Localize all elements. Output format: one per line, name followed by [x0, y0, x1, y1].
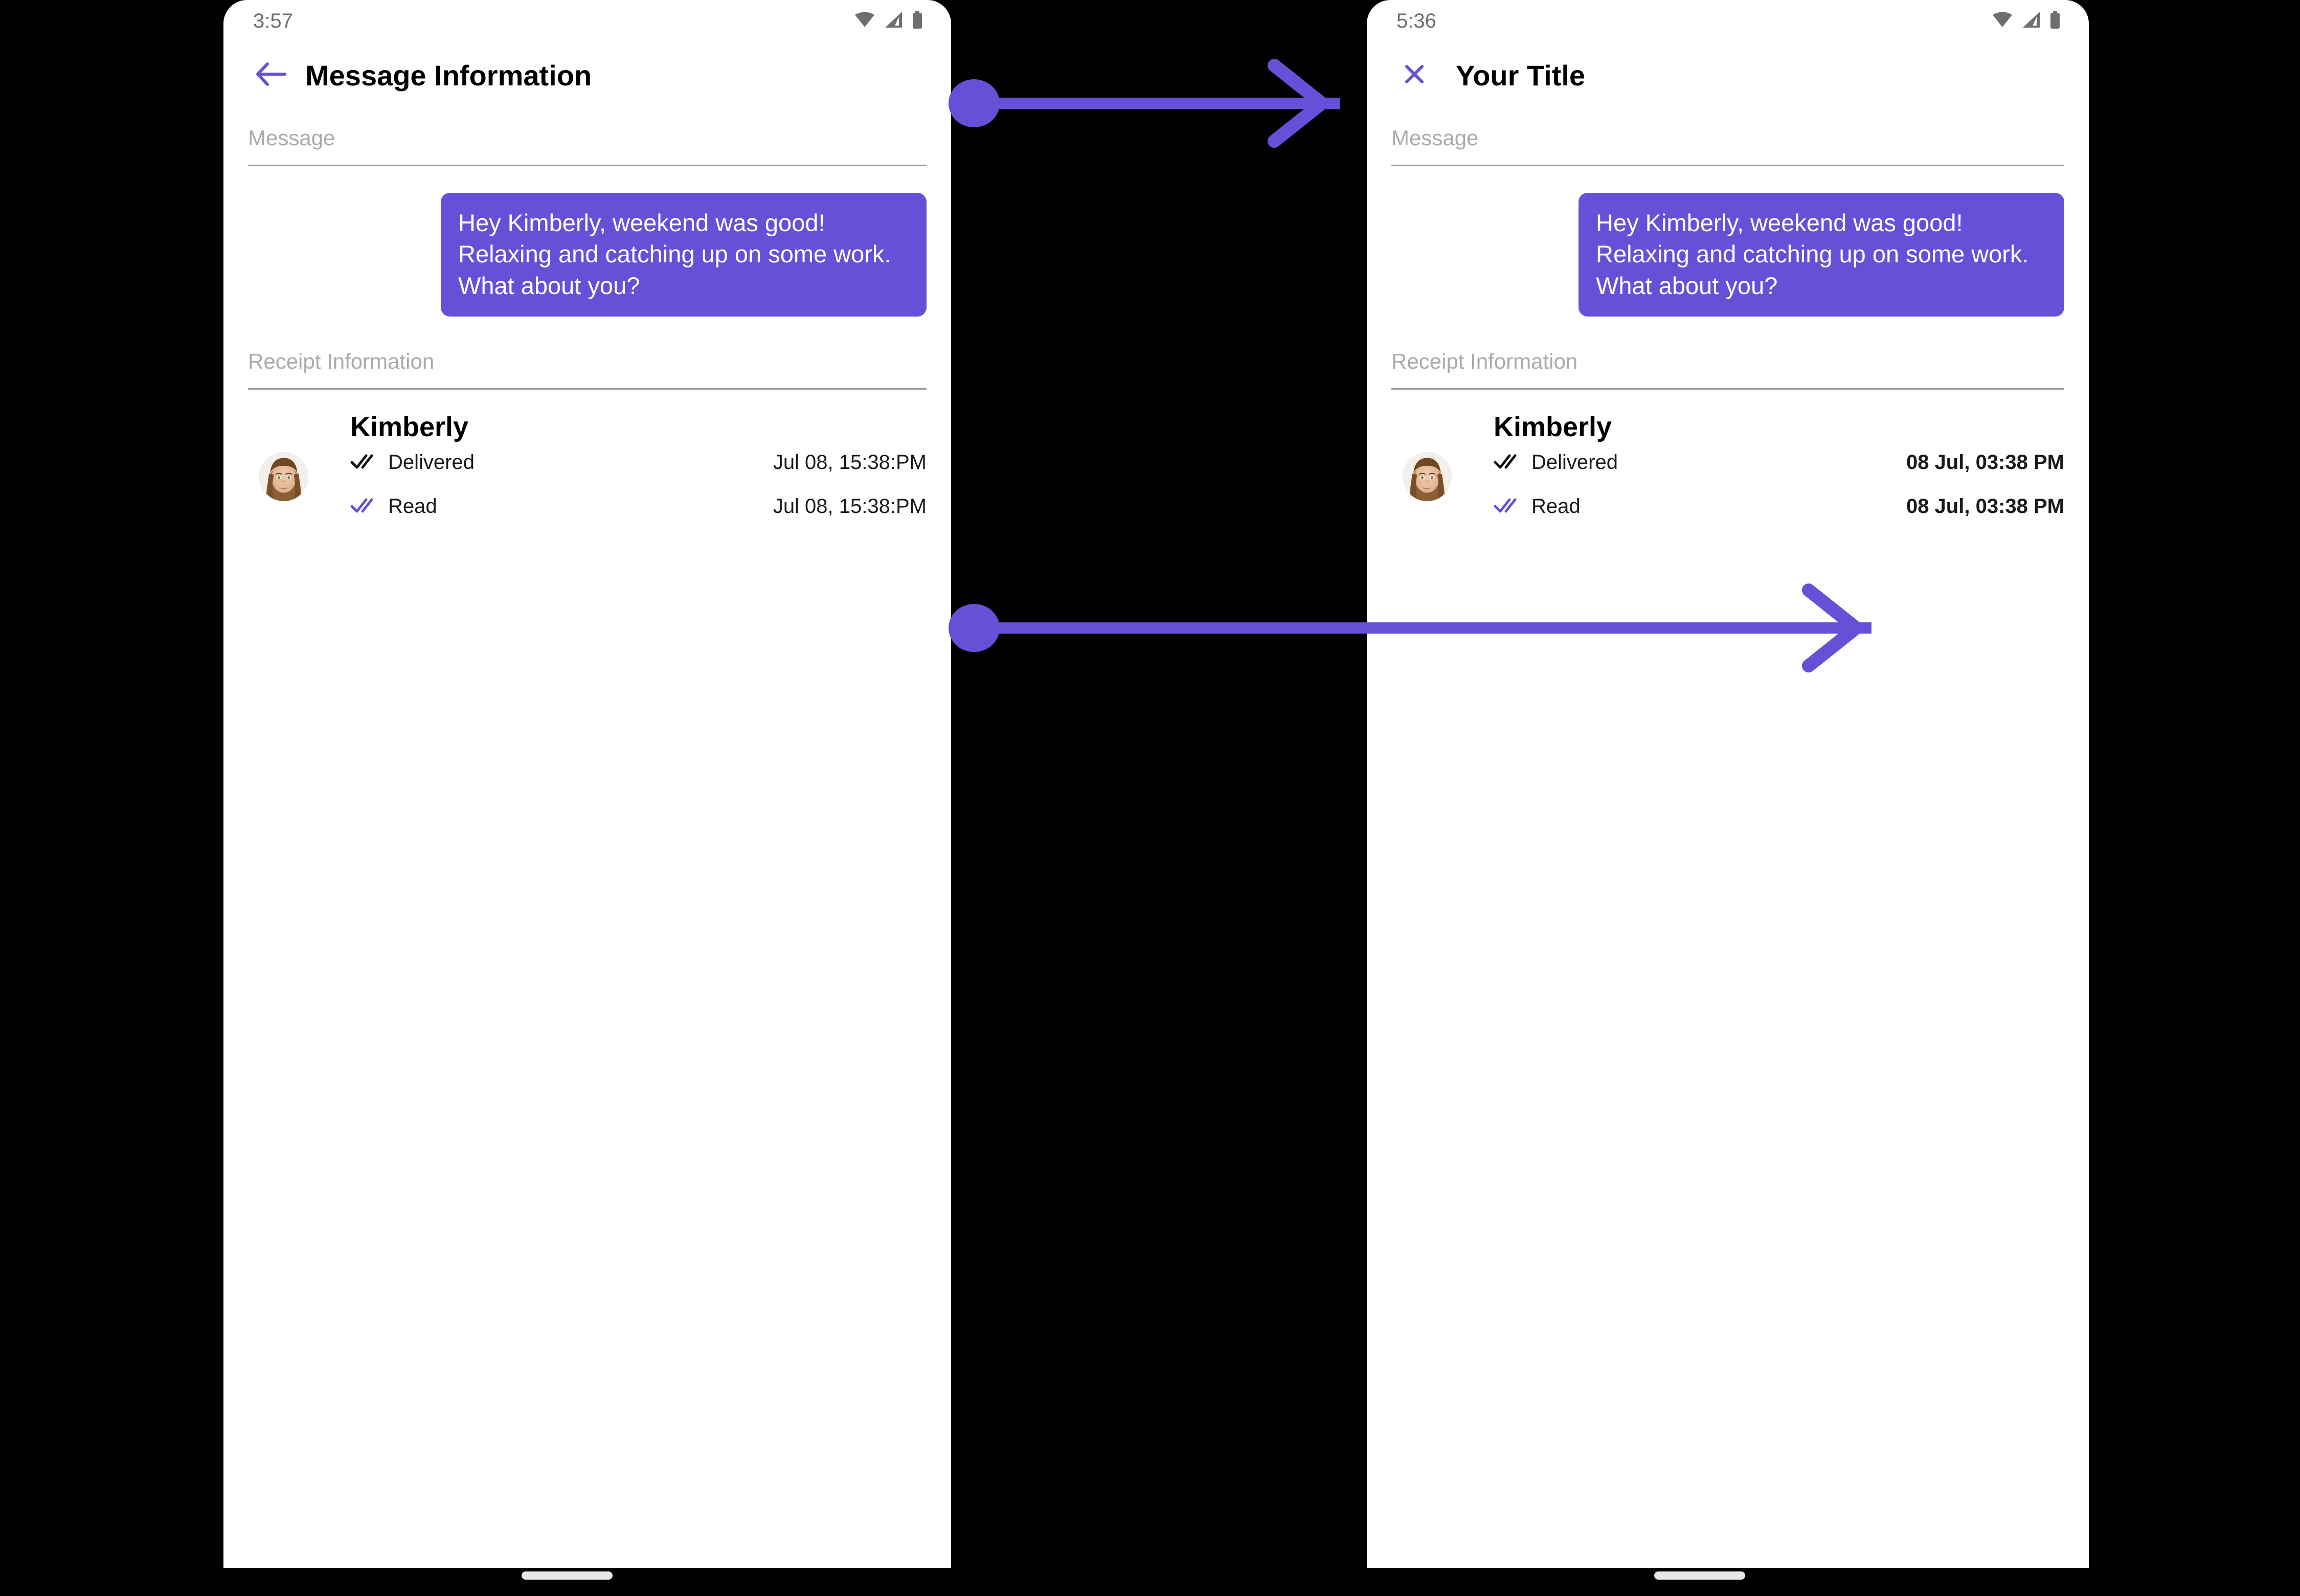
status-bar-icons [854, 10, 923, 32]
phone-screen-before: 3:57 Message Information [223, 0, 951, 1568]
close-x-icon [1400, 60, 1429, 91]
avatar [259, 452, 308, 501]
receipt-block: Kimberly [1391, 390, 2064, 536]
receipt-timestamp: 08 Jul, 03:38 PM [1906, 495, 2064, 518]
divider [248, 388, 927, 390]
status-bar: 3:57 [223, 0, 951, 42]
double-check-icon [350, 497, 377, 516]
app-bar: Message Information [223, 42, 951, 108]
close-button[interactable] [1392, 53, 1436, 97]
receipt-row-delivered: Delivered 08 Jul, 03:38 PM [1494, 448, 2064, 478]
avatar [1403, 452, 1452, 501]
battery-icon [2049, 10, 2061, 32]
back-arrow-icon [255, 61, 287, 90]
receipt-timestamp: Jul 08, 15:38:PM [773, 451, 927, 474]
divider [1391, 388, 2064, 390]
receipt-status-label: Delivered [388, 451, 475, 474]
cellular-signal-icon [2021, 11, 2041, 31]
status-bar: 5:36 [1367, 0, 2089, 42]
double-check-icon [350, 453, 377, 473]
status-bar-clock: 3:57 [253, 10, 293, 32]
cellular-signal-icon [884, 11, 903, 31]
receipt-block: Kimberly [248, 390, 927, 536]
receipt-status-label: Read [388, 495, 437, 518]
receipt-status-label: Read [1531, 495, 1581, 518]
message-section: Message Hey Kimberly, weekend was good! … [223, 108, 951, 332]
status-bar-clock: 5:36 [1396, 10, 1436, 32]
receipt-status-label: Delivered [1531, 451, 1618, 474]
title-change-arrow [949, 59, 1340, 148]
timestamp-format-change-arrow [949, 583, 1871, 672]
message-section: Message Hey Kimberly, weekend was good! … [1367, 108, 2089, 332]
phone-screen-after: 5:36 Your Title Messag [1367, 0, 2089, 1568]
message-bubble-row: Hey Kimberly, weekend was good! Relaxing… [248, 166, 927, 332]
message-bubble[interactable]: Hey Kimberly, weekend was good! Relaxing… [441, 192, 927, 317]
receipt-timestamp: Jul 08, 15:38:PM [773, 495, 927, 518]
section-label-message: Message [1391, 126, 1479, 150]
section-label-receipt-information: Receipt Information [1391, 349, 1578, 374]
wifi-icon [1992, 11, 2013, 31]
double-check-icon [1494, 453, 1520, 473]
section-label-receipt-information: Receipt Information [248, 349, 435, 374]
double-check-icon [1494, 497, 1520, 516]
page-title: Message Information [305, 59, 592, 92]
page-title: Your Title [1456, 59, 1586, 92]
wifi-icon [854, 11, 875, 31]
message-bubble[interactable]: Hey Kimberly, weekend was good! Relaxing… [1579, 192, 2064, 317]
receipt-row-read: Read Jul 08, 15:38:PM [350, 492, 927, 522]
back-button[interactable] [249, 53, 293, 97]
battery-icon [911, 10, 923, 32]
home-indicator[interactable] [522, 1571, 613, 1580]
receipt-rows: Delivered Jul 08, 15:38:PM Read Jul 08, … [350, 448, 927, 536]
app-bar: Your Title [1367, 42, 2089, 108]
contact-name: Kimberly [1494, 411, 1612, 442]
section-label-message: Message [248, 126, 335, 150]
message-bubble-row: Hey Kimberly, weekend was good! Relaxing… [1391, 166, 2064, 332]
receipt-rows: Delivered 08 Jul, 03:38 PM Read 08 Jul, … [1494, 448, 2064, 536]
receipt-timestamp: 08 Jul, 03:38 PM [1906, 451, 2064, 474]
home-indicator[interactable] [1654, 1571, 1745, 1580]
divider [248, 164, 927, 166]
receipt-section: Receipt Information Kimberly [223, 332, 951, 536]
receipt-section: Receipt Information Kimberly [1367, 332, 2089, 536]
receipt-row-delivered: Delivered Jul 08, 15:38:PM [350, 448, 927, 478]
divider [1391, 164, 2064, 166]
receipt-row-read: Read 08 Jul, 03:38 PM [1494, 492, 2064, 522]
contact-name: Kimberly [350, 411, 469, 442]
status-bar-icons [1992, 10, 2061, 32]
